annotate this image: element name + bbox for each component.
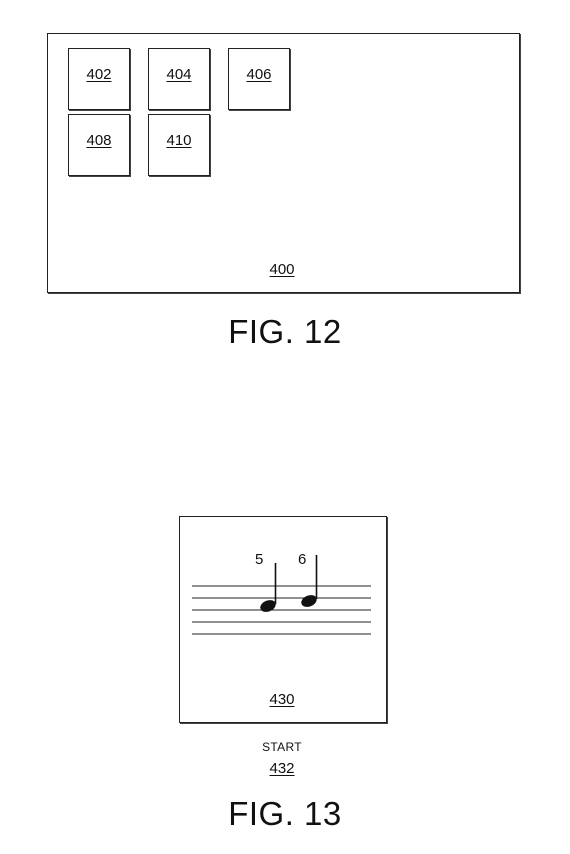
tile-408-label: 408 — [86, 131, 112, 149]
start-button-label[interactable]: START — [262, 740, 302, 754]
note-label-5: 5 — [255, 551, 264, 568]
screen-400-label: 400 — [269, 261, 295, 278]
fig-12-title: FIG. 12 — [228, 313, 342, 350]
quarter-note-6[interactable] — [300, 555, 319, 609]
tile-408[interactable]: 408 — [68, 114, 130, 176]
tile-406[interactable]: 406 — [228, 48, 290, 110]
tile-402[interactable]: 402 — [68, 48, 130, 110]
tile-402-label: 402 — [86, 65, 112, 83]
screen-430 — [179, 516, 387, 723]
note-label-6: 6 — [298, 551, 307, 568]
quarter-note-5[interactable] — [259, 563, 278, 614]
start-button-ref: 432 — [269, 760, 295, 777]
tile-404[interactable]: 404 — [148, 48, 210, 110]
tile-406-label: 406 — [246, 65, 272, 83]
tile-410-label: 410 — [166, 131, 192, 149]
tile-404-label: 404 — [166, 65, 192, 83]
note-head — [260, 600, 276, 612]
tile-410[interactable]: 410 — [148, 114, 210, 176]
note-head — [301, 595, 317, 607]
fig-13-title: FIG. 13 — [228, 795, 342, 832]
staff-lines — [192, 585, 371, 635]
screen-430-label: 430 — [269, 691, 295, 708]
